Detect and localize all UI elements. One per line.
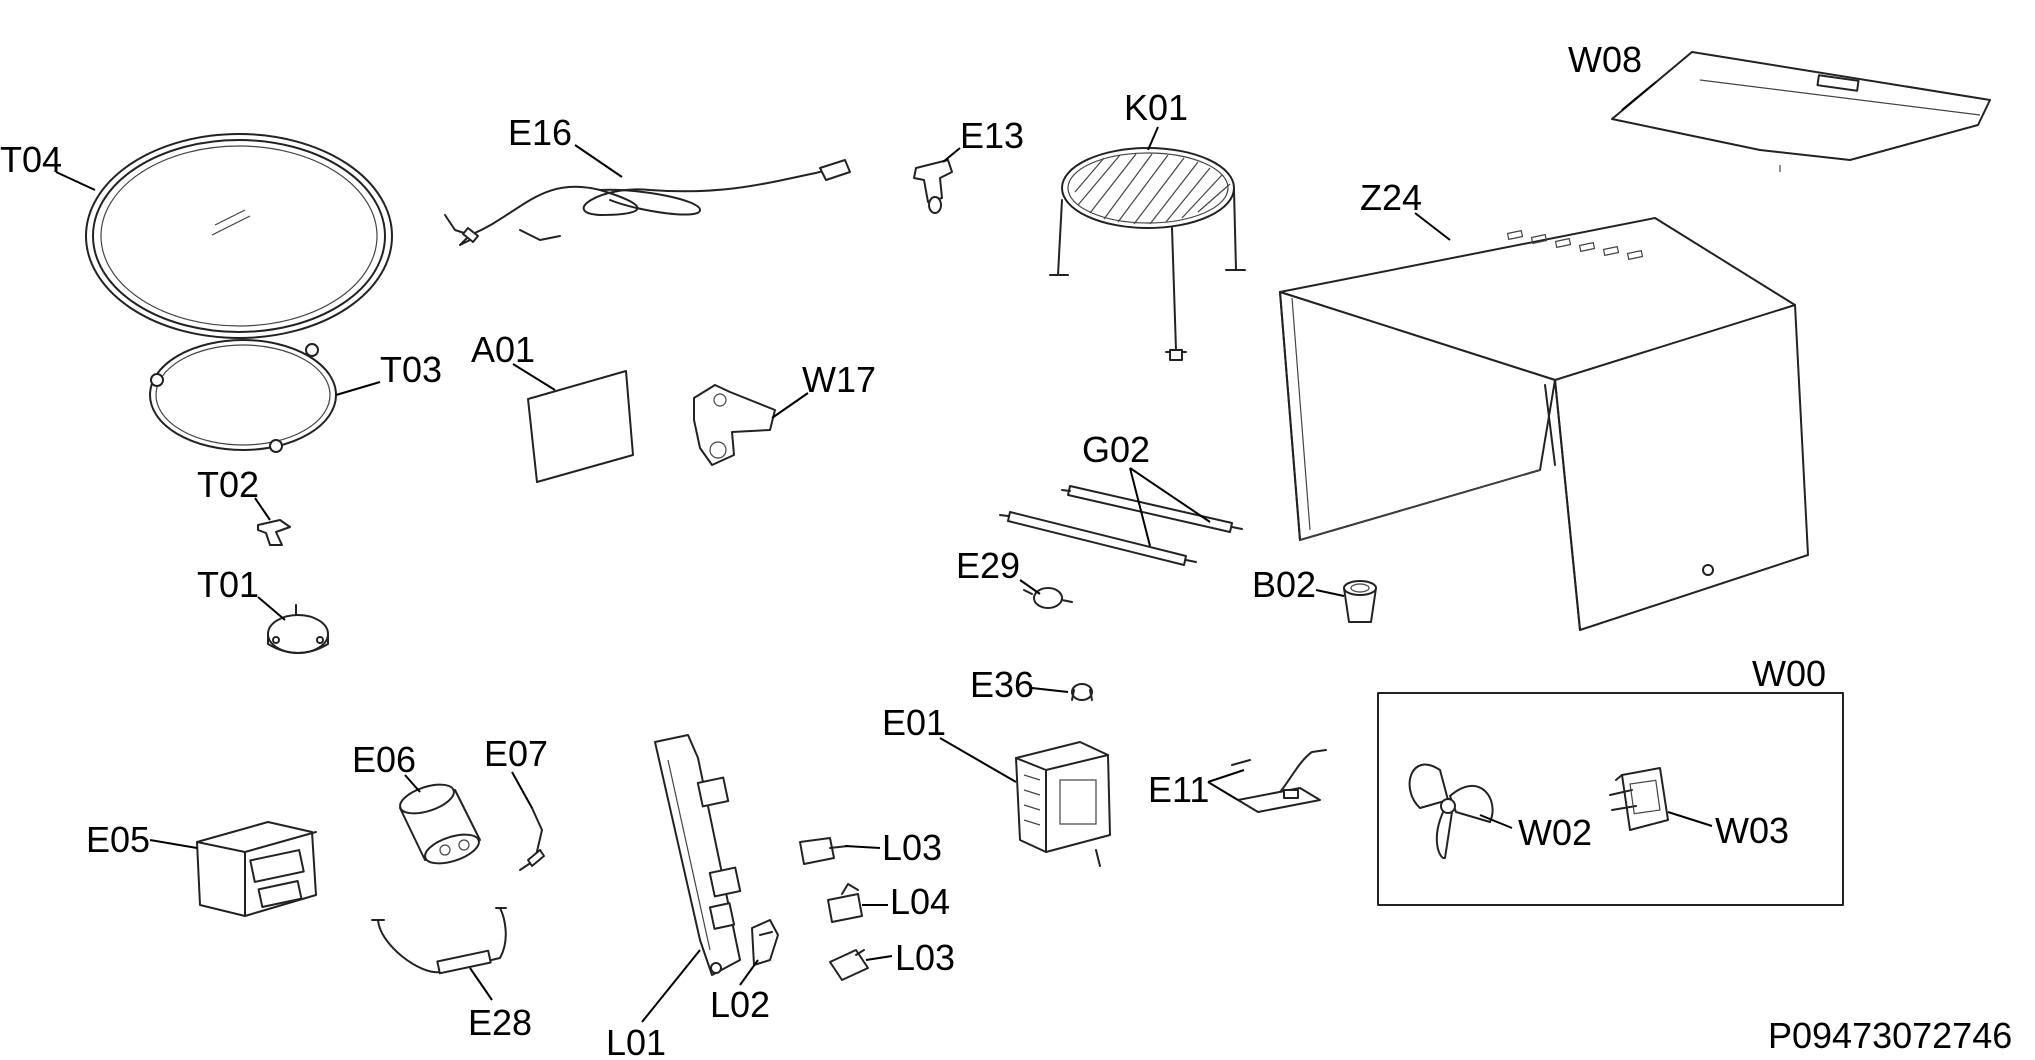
- part-e11-control-board: [1231, 749, 1327, 813]
- label-t04: T04: [0, 139, 62, 180]
- part-e36-thermal-cutout: [1071, 683, 1093, 701]
- label-e06: E06: [352, 739, 416, 780]
- part-t01-motor: [267, 604, 329, 654]
- part-k01-wire-rack: [1049, 147, 1246, 361]
- label-w17: W17: [802, 359, 876, 400]
- part-e01-magnetron: [1015, 741, 1111, 867]
- label-e29: E29: [956, 545, 1020, 586]
- part-l03-microswitch-bottom: [829, 949, 869, 981]
- part-l04-microswitch: [827, 883, 863, 923]
- label-e13: E13: [960, 115, 1024, 156]
- label-g02: G02: [1082, 429, 1150, 470]
- label-z24: Z24: [1360, 177, 1422, 218]
- part-w17-hinge: [693, 384, 776, 466]
- label-w02: W02: [1518, 812, 1592, 853]
- label-t03: T03: [380, 349, 442, 390]
- part-t04-glass-plate: [85, 133, 393, 339]
- document-code: P09473072746: [1768, 1015, 2012, 1056]
- part-e07-diode: [519, 807, 545, 871]
- label-t01: T01: [197, 564, 259, 605]
- label-w03: W03: [1715, 810, 1789, 851]
- part-t02-coupler: [257, 519, 291, 546]
- label-l04: L04: [890, 881, 950, 922]
- part-e06-capacitor: [399, 783, 481, 865]
- part-w08-top-panel: [1611, 51, 1991, 172]
- part-b02-knob: [1343, 580, 1377, 623]
- part-e05-transformer: [196, 821, 317, 917]
- group-w00-box: [1377, 692, 1844, 906]
- label-e05: E05: [86, 819, 150, 860]
- label-w08: W08: [1568, 39, 1642, 80]
- part-t03-roller-ring: [149, 339, 337, 453]
- part-e16-power-cord: [444, 159, 851, 246]
- label-l01: L01: [606, 1022, 666, 1060]
- label-l02: L02: [710, 984, 770, 1025]
- label-e28: E28: [468, 1002, 532, 1043]
- label-e07: E07: [484, 733, 548, 774]
- label-w00: W00: [1752, 653, 1826, 694]
- label-l03-bottom: L03: [895, 937, 955, 978]
- label-b02: B02: [1252, 564, 1316, 605]
- label-l03-top: L03: [882, 827, 942, 868]
- part-w03-fan-motor: [1609, 767, 1669, 831]
- part-e13-lamp-socket: [913, 159, 953, 214]
- part-w02-fan-blade: [1408, 763, 1494, 859]
- part-e29-thermostat: [1023, 587, 1073, 609]
- label-t02: T02: [197, 464, 259, 505]
- part-e28-fuse-cable: [371, 907, 507, 975]
- label-e16: E16: [508, 112, 572, 153]
- label-a01: A01: [471, 329, 535, 370]
- part-l03-microswitch-top: [799, 837, 849, 865]
- part-z24-cabinet: [1279, 217, 1809, 631]
- label-e36: E36: [970, 664, 1034, 705]
- label-e01: E01: [882, 702, 946, 743]
- part-l02-latch: [751, 919, 779, 966]
- part-a01-mica-sheet: [527, 370, 634, 483]
- part-g02-heater-tubes: [999, 485, 1243, 566]
- label-e11: E11: [1148, 769, 1209, 810]
- label-k01: K01: [1124, 87, 1188, 128]
- part-l01-interlock-bracket: [654, 734, 742, 976]
